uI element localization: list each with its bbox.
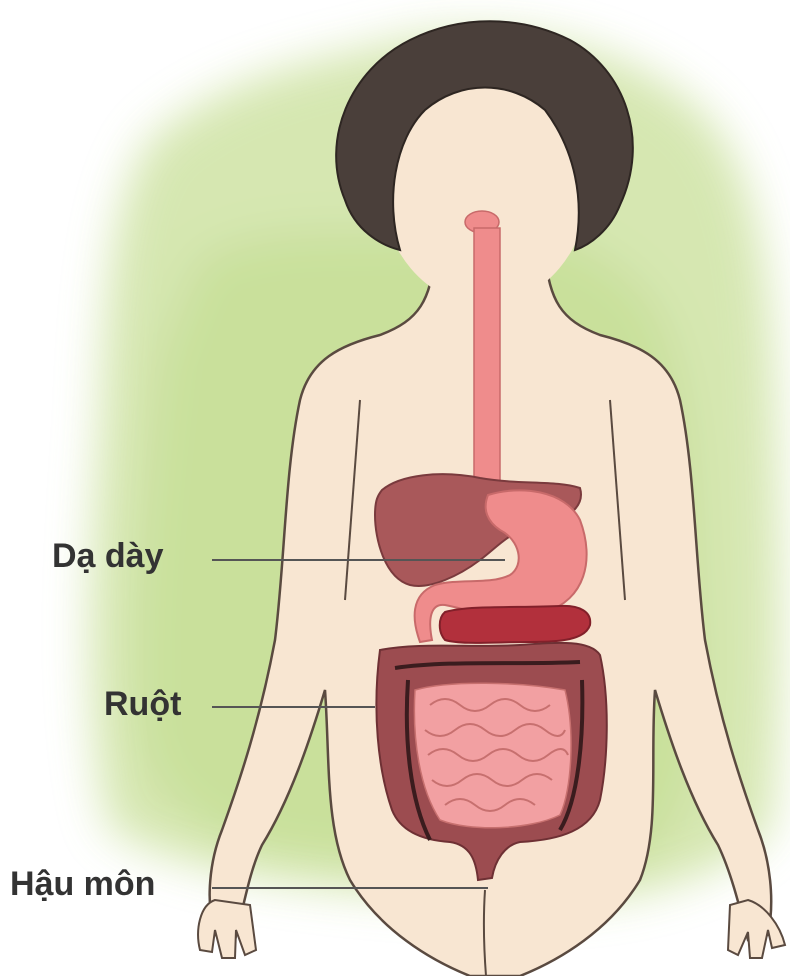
intestine-label: Ruột bbox=[104, 684, 181, 724]
anus-label: Hậu môn bbox=[10, 864, 155, 904]
small-intestine bbox=[414, 683, 571, 828]
stomach-label: Dạ dày bbox=[52, 536, 164, 576]
right-hand bbox=[728, 900, 785, 958]
pancreas bbox=[440, 606, 590, 643]
left-hand bbox=[198, 900, 256, 958]
esophagus-tube bbox=[474, 228, 500, 500]
